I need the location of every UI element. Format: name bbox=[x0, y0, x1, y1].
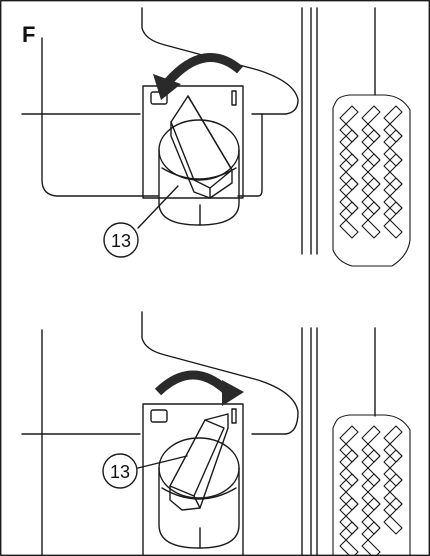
rotation-arrow-counterclockwise bbox=[153, 53, 243, 100]
dial-mark-bar bbox=[231, 90, 237, 106]
presser-foot-top bbox=[332, 94, 411, 267]
housing-top-edge bbox=[141, 7, 299, 115]
callout-circle-bottom bbox=[102, 453, 138, 489]
bottom-view: 13 bbox=[21, 311, 411, 556]
housing-top-edge-bottom bbox=[141, 311, 299, 435]
stitch-dial-knob-bottom[interactable] bbox=[158, 413, 240, 549]
dial-mark-bar-bottom bbox=[231, 408, 237, 424]
dial-plate bbox=[142, 85, 244, 199]
presser-foot-bottom bbox=[332, 414, 411, 556]
callout-leader-bottom bbox=[137, 455, 188, 469]
housing-left-edge bbox=[41, 37, 159, 197]
housing-right-edge bbox=[237, 113, 263, 197]
callout-number-top: 13 bbox=[111, 231, 131, 251]
callout-circle-top bbox=[103, 222, 139, 258]
stitch-dial-knob-top[interactable] bbox=[158, 95, 240, 226]
callout-leader-top bbox=[137, 185, 179, 229]
dial-plate-bottom bbox=[142, 403, 244, 556]
callout-number-bottom: 13 bbox=[110, 462, 130, 482]
dial-mark-square-bottom bbox=[150, 409, 168, 423]
panel-label: F bbox=[22, 22, 35, 47]
rotation-arrow-clockwise bbox=[154, 370, 244, 406]
top-view: 13 bbox=[21, 7, 411, 267]
